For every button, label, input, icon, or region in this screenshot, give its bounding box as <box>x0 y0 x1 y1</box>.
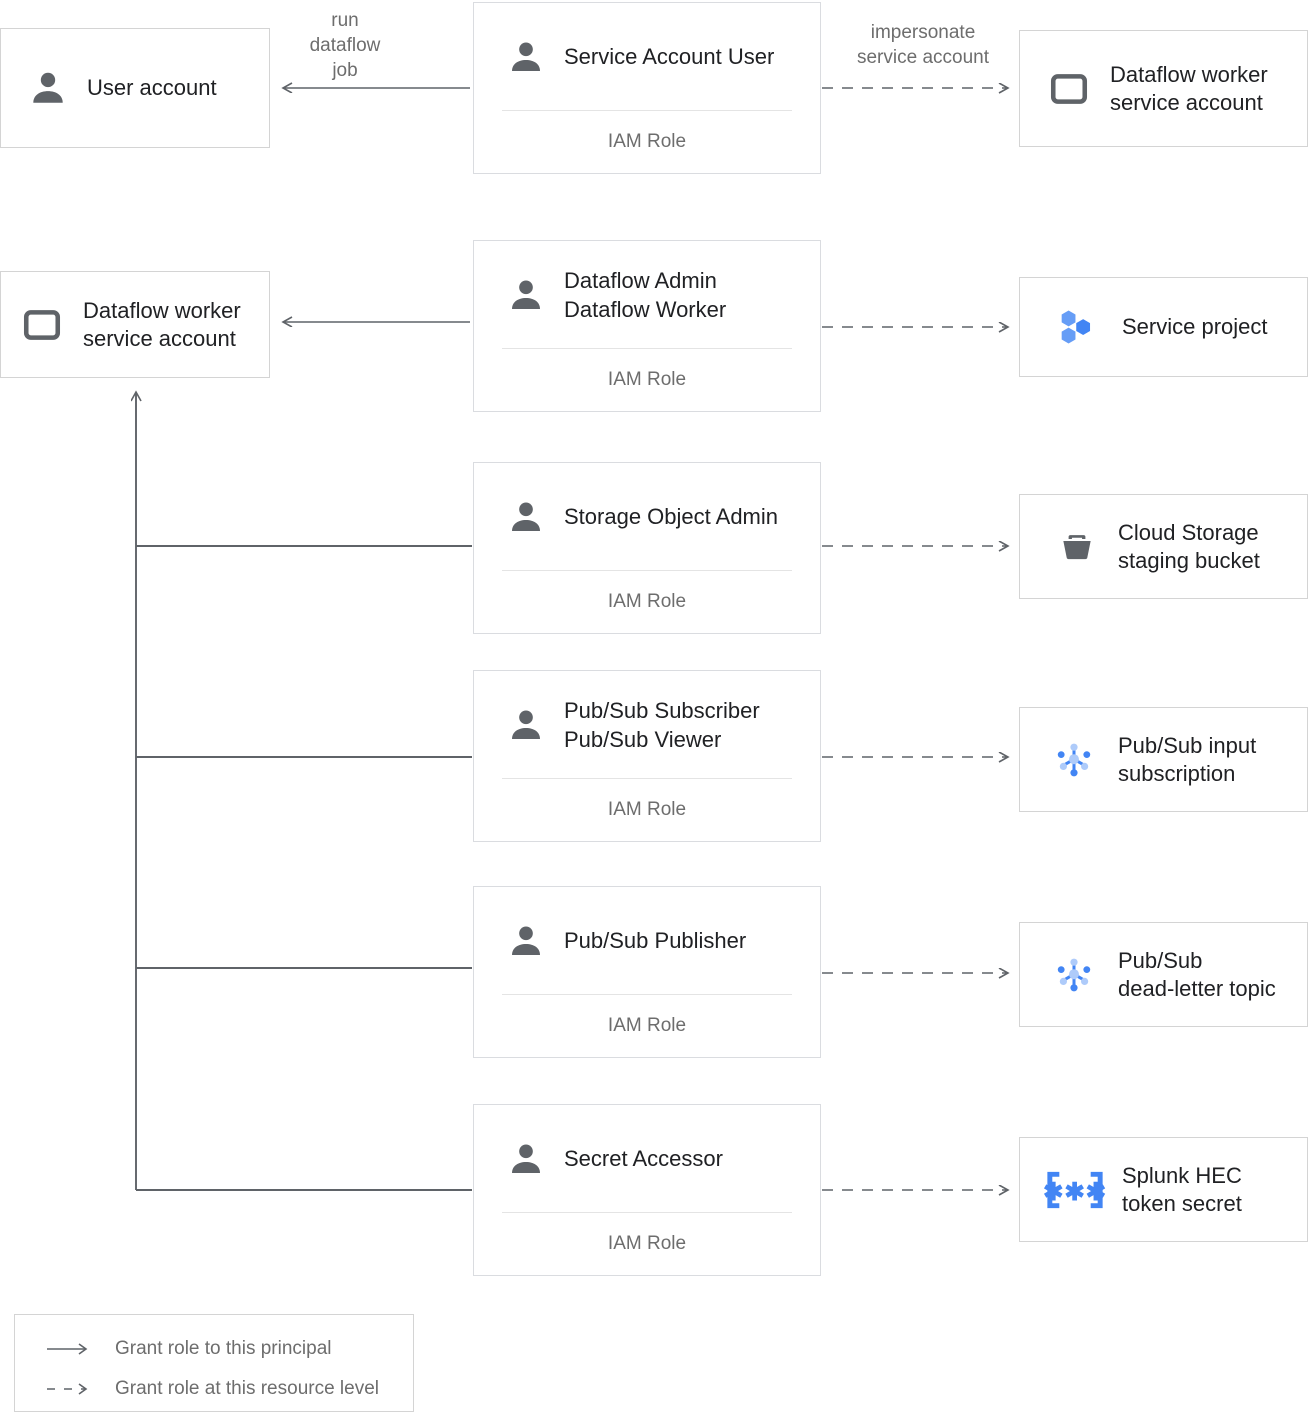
card-secret-accessor-footer: IAM Role <box>474 1213 820 1275</box>
service-account-icon <box>1050 73 1088 104</box>
card-service-account-user-top: Service Account User <box>474 3 820 110</box>
node-user-account-inner: User account <box>1 67 217 109</box>
iam-role-label: IAM Role <box>607 131 687 152</box>
card-pubsub-subscriber-viewer-footer: IAM Role <box>474 779 820 841</box>
person-icon <box>512 926 540 955</box>
node-splunk-hec-token-secret[interactable]: ✱✱✱ Splunk HEC token secret <box>1019 1137 1308 1242</box>
card-pubsub-publisher-top: Pub/Sub Publisher <box>474 887 820 994</box>
edge-label-impersonate-service-account: impersonate service account <box>856 22 989 68</box>
node-pubsub-input-inner: Pub/Sub input subscription <box>1020 732 1256 788</box>
node-splunk-secret-inner: ✱✱✱ Splunk HEC token secret <box>1020 1162 1242 1218</box>
node-service-project-label: Service project <box>1122 314 1268 339</box>
iam-role-label: IAM Role <box>607 1233 687 1254</box>
node-splunk-secret-label: Splunk HEC token secret <box>1122 1162 1242 1216</box>
iam-role-label: IAM Role <box>607 799 687 820</box>
node-pubsub-dead-letter-label: Pub/Sub dead-letter topic <box>1118 947 1276 1001</box>
node-dataflow-worker-service-account-top[interactable]: Dataflow worker service account <box>1019 30 1308 147</box>
person-icon <box>512 280 540 309</box>
card-dataflow-admin-worker-footer: IAM Role <box>474 349 820 411</box>
node-user-account[interactable]: User account <box>0 28 270 148</box>
card-storage-object-admin-top: Storage Object Admin <box>474 463 820 570</box>
card-secret-accessor[interactable]: Secret Accessor IAM Role <box>473 1104 821 1276</box>
iam-role-label: IAM Role <box>607 369 687 390</box>
node-pubsub-dead-letter-inner: Pub/Sub dead-letter topic <box>1020 947 1276 1003</box>
node-cloud-storage-inner: Cloud Storage staging bucket <box>1020 519 1260 575</box>
node-pubsub-input-subscription[interactable]: Pub/Sub input subscription <box>1019 707 1308 812</box>
node-dataflow-worker-service-account[interactable]: Dataflow worker service account <box>0 271 270 378</box>
card-pubsub-publisher[interactable]: Pub/Sub Publisher IAM Role <box>473 886 821 1058</box>
node-pubsub-dead-letter-topic[interactable]: Pub/Sub dead-letter topic <box>1019 922 1308 1027</box>
legend-item-dashed: Grant role at this resource level <box>15 1369 413 1409</box>
node-dataflow-worker-sa-top-label: Dataflow worker service account <box>1110 61 1268 115</box>
person-icon <box>512 710 540 739</box>
card-divider <box>502 348 792 349</box>
card-storage-object-admin[interactable]: Storage Object Admin IAM Role <box>473 462 821 634</box>
legend-item-dashed-text: Grant role at this resource level <box>115 1378 380 1399</box>
pubsub-icon <box>1057 958 1091 991</box>
card-service-account-user[interactable]: Service Account User IAM Role <box>473 2 821 174</box>
card-divider <box>502 110 792 111</box>
node-dataflow-worker-sa-top-inner: Dataflow worker service account <box>1020 61 1268 117</box>
card-dataflow-admin-worker-top: Dataflow Admin Dataflow Worker <box>474 241 820 348</box>
card-pubsub-publisher-footer: IAM Role <box>474 995 820 1057</box>
node-user-account-label: User account <box>87 75 217 100</box>
project-hexagons-icon <box>1061 310 1091 344</box>
card-storage-object-admin-title: Storage Object Admin <box>564 504 779 529</box>
card-service-account-user-title: Service Account User <box>564 44 775 69</box>
person-icon <box>512 502 540 531</box>
edge-label-run-dataflow-job: run dataflow job <box>309 10 381 81</box>
card-pubsub-subscriber-viewer-top: Pub/Sub Subscriber Pub/Sub Viewer <box>474 671 820 778</box>
node-cloud-storage-label: Cloud Storage staging bucket <box>1118 519 1260 573</box>
pubsub-icon <box>1057 743 1091 776</box>
legend-item-solid-text: Grant role to this principal <box>115 1338 332 1359</box>
node-dataflow-worker-sa-label: Dataflow worker service account <box>83 297 241 351</box>
card-secret-accessor-top: Secret Accessor <box>474 1105 820 1212</box>
legend-item-solid: Grant role to this principal <box>15 1329 413 1369</box>
node-dataflow-worker-sa-inner: Dataflow worker service account <box>1 297 241 353</box>
person-icon <box>33 72 63 103</box>
iam-role-label: IAM Role <box>607 591 687 612</box>
cloud-storage-bucket-icon <box>1063 534 1091 559</box>
card-pubsub-subscriber-viewer[interactable]: Pub/Sub Subscriber Pub/Sub Viewer IAM Ro… <box>473 670 821 842</box>
node-service-project[interactable]: Service project <box>1019 277 1308 377</box>
card-divider <box>502 994 792 995</box>
card-secret-accessor-title: Secret Accessor <box>564 1146 723 1171</box>
service-account-icon <box>23 309 61 340</box>
card-dataflow-admin-worker[interactable]: Dataflow Admin Dataflow Worker IAM Role <box>473 240 821 412</box>
secret-manager-icon: ✱✱✱ <box>1044 1171 1106 1208</box>
iam-role-label: IAM Role <box>607 1015 687 1036</box>
node-pubsub-input-label: Pub/Sub input subscription <box>1118 732 1257 786</box>
dashed-arrow-icon <box>47 1383 88 1395</box>
card-divider <box>502 570 792 571</box>
card-pubsub-subscriber-viewer-title: Pub/Sub Subscriber Pub/Sub Viewer <box>564 697 760 752</box>
card-pubsub-publisher-title: Pub/Sub Publisher <box>564 928 747 953</box>
edge-trunk-bus <box>136 392 472 1191</box>
card-storage-object-admin-footer: IAM Role <box>474 571 820 633</box>
solid-arrow-icon <box>47 1343 88 1355</box>
card-dataflow-admin-worker-title: Dataflow Admin Dataflow Worker <box>564 267 727 322</box>
node-cloud-storage-staging-bucket[interactable]: Cloud Storage staging bucket <box>1019 494 1308 599</box>
card-divider <box>502 1212 792 1213</box>
person-icon <box>512 1144 540 1173</box>
node-service-project-inner: Service project <box>1020 304 1268 350</box>
card-service-account-user-footer: IAM Role <box>474 111 820 173</box>
card-divider <box>502 778 792 779</box>
svg-text:✱✱✱: ✱✱✱ <box>1044 1178 1106 1205</box>
person-icon <box>512 42 540 71</box>
legend: Grant role to this principal Grant role … <box>14 1314 414 1412</box>
